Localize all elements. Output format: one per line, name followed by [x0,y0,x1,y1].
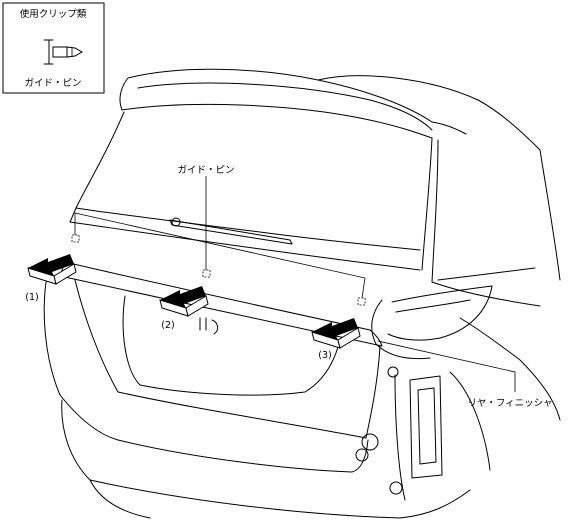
rear-wiper [169,217,293,245]
legend-item-label: ガイド・ピン [24,78,81,89]
arrow-label-2: (2) [161,320,174,331]
guide-pin-marker [202,269,211,278]
vehicle-rear-illustration [43,68,561,519]
guide-pin-marker [71,234,80,243]
clip-legend-box: 使用クリップ類 ガイド・ピン [2,2,105,94]
pull-arrow-1 [27,254,77,285]
legend-title: 使用クリップ類 [20,8,87,20]
guide-pin-callout: ガイド・ピン [177,165,234,176]
arrow-label-3: (3) [318,350,331,361]
tail-lamp [371,285,493,360]
guide-pin-marker [357,297,366,306]
guide-pin-icon [43,39,84,65]
pull-arrow-2 [159,286,209,317]
pull-arrow-3 [311,318,361,349]
guide-pin-markers [71,176,366,306]
rear-finisher-callout: リヤ・フィニッシャ [467,398,552,409]
arrow-label-1: (1) [25,292,38,303]
